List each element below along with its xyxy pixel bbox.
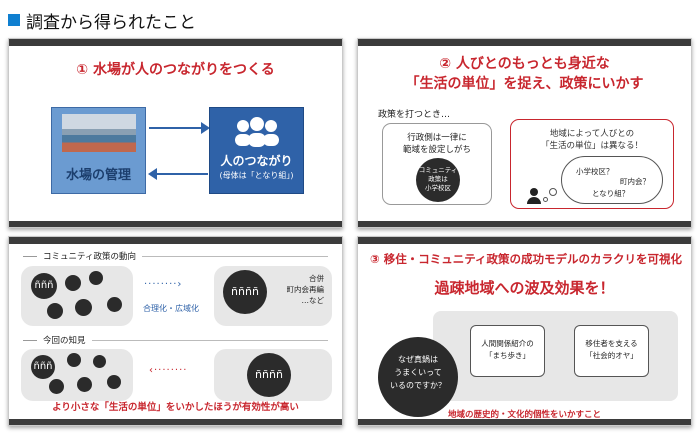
policy-bubble: コミュニティ 政策は 小学校区 (416, 158, 460, 202)
small-group-dot (107, 375, 121, 389)
panel-top-bar (358, 39, 691, 46)
people-group-icon (235, 117, 279, 147)
small-group-dot (49, 379, 64, 394)
policy-bubble-line3: 小学校区 (425, 184, 451, 192)
panel-top-bar (9, 237, 342, 244)
arrow-right-head-icon (201, 122, 210, 134)
panel3-caption: より小さな「生活の単位」をいかしたほうが有効性が高い (52, 402, 299, 413)
panel-bottom-bar (358, 419, 691, 425)
section-findings: 今回の知見 (23, 334, 328, 346)
thought-dot-small (543, 197, 548, 202)
panel-top-bar (358, 237, 691, 244)
admin-view-box: 行政側は一律に 範域を設定しがち コミュニティ 政策は 小学校区 (382, 123, 492, 205)
small-group-dot (67, 353, 81, 367)
section-rule (23, 255, 37, 257)
panel1-title: ① 水場が人のつながりをつくる (76, 62, 275, 78)
slide-header: 調査から得られたこと (8, 6, 196, 34)
merge-example-3: …など (301, 296, 325, 305)
cloud-item-1: 小学校区？ (576, 167, 614, 176)
people-connection-label: 人のつながり (220, 154, 293, 168)
section-policy-trend-label: コミュニティ政策の動向 (43, 252, 136, 262)
admin-view-text: 行政側は一律に 範域を設定しがち (383, 132, 491, 156)
small-group-dot (47, 303, 63, 319)
question-line2: うまくいって (394, 368, 442, 377)
arrow-left (156, 173, 208, 175)
admin-text-line1: 行政側は一律に (407, 133, 467, 143)
policy-bubble-line2: 政策は (428, 175, 448, 183)
small-group-dot (65, 275, 81, 291)
panel4-title-line2: 過疎地域への波及効果を！ (434, 279, 615, 297)
resident-view-box: 地域によって人びとの 「生活の単位」は異なる！ 小学校区？ 町内会？ となり組？ (510, 119, 674, 209)
dotted-arrow-left: ‹········ (149, 365, 188, 376)
arrow-right (149, 127, 203, 129)
slide-panel-3[interactable]: コミュニティ政策の動向 ñññ ········› 合理化・広域化 ññññ 合… (8, 236, 343, 426)
panel4-caption: 地域の歴史的・文化的個性をいかすこと (447, 410, 601, 420)
small-group-dot (75, 299, 92, 316)
cloud-item-2: 町内会？ (620, 177, 650, 186)
section-rule (23, 339, 37, 341)
resident-text-line1: 地域によって人びとの (549, 129, 635, 139)
panel2-title-line2: 「生活の単位」を捉え、政策にいかす (405, 76, 644, 92)
panel-bottom-bar (9, 221, 342, 227)
water-site-photo (62, 114, 136, 152)
admin-text-line2: 範域を設定しがち (402, 145, 471, 155)
town-walk-card: 人間関係紹介の 「まち歩き」 (470, 325, 545, 377)
person-head-icon (530, 188, 538, 196)
dotted-arrow-right: ········› (144, 279, 183, 290)
panel-top-bar (9, 39, 342, 46)
social-parent-line1: 移住者を支える (585, 339, 638, 348)
group-people-icon: ñññ (31, 355, 55, 379)
slide-panel-2[interactable]: ② 人びとのもっとも身近な 「生活の単位」を捉え、政策にいかす 政策を打つとき…… (357, 38, 692, 228)
cloud-item-3: となり組？ (592, 189, 630, 198)
merge-example-2: 町内会再編 (286, 285, 325, 294)
section-rule (91, 339, 328, 341)
rationalization-label: 合理化・広域化 (143, 304, 199, 313)
merge-example-1: 合併 (309, 274, 324, 283)
header-square-icon (8, 14, 20, 26)
water-management-label: 水場の管理 (65, 168, 131, 183)
panel2-lead: 政策を打つとき… (378, 110, 451, 120)
large-group-icon: ññññ (247, 353, 291, 397)
page-title: 調査から得られたこと (26, 12, 196, 33)
small-group-dot (107, 297, 122, 312)
question-bubble: なぜ真鍋は うまくいって いるのですか？ (378, 337, 458, 417)
slide-panel-1[interactable]: ① 水場が人のつながりをつくる 水場の管理 人のつながり (母体は「となり組」) (8, 38, 343, 228)
small-group-dot (93, 355, 106, 368)
panel-bottom-bar (358, 221, 691, 227)
section-policy-trend: コミュニティ政策の動向 (23, 250, 328, 262)
people-connection-box: 人のつながり (母体は「となり組」) (209, 107, 304, 194)
social-parent-line2: 「社会的オヤ」 (585, 351, 638, 360)
thought-cloud: 小学校区？ 町内会？ となり組？ (561, 156, 663, 204)
question-line3: いるのですか？ (390, 381, 446, 390)
panel4-title-line1: ③ 移住・コミュニティ政策の成功モデルのカラクリを可視化 (370, 252, 683, 266)
thought-dot-large (549, 188, 557, 196)
policy-bubble-line1: コミュニティ (418, 166, 458, 174)
question-line1: なぜ真鍋は (398, 355, 438, 364)
social-parent-card: 移住者を支える 「社会的オヤ」 (574, 325, 649, 377)
person-body-icon (527, 197, 541, 204)
arrow-left-head-icon (148, 168, 157, 180)
section-rule (142, 255, 328, 257)
merge-examples: 合併 町内会再編 …など (274, 273, 325, 306)
people-connection-sub: (母体は「となり組」) (219, 171, 294, 180)
large-group-icon: ññññ (223, 270, 267, 314)
resident-view-text: 地域によって人びとの 「生活の単位」は異なる！ (511, 128, 673, 152)
water-management-box: 水場の管理 (51, 107, 146, 194)
slide-panel-4[interactable]: ③ 移住・コミュニティ政策の成功モデルのカラクリを可視化 過疎地域への波及効果を… (357, 236, 692, 426)
section-findings-label: 今回の知見 (43, 336, 86, 346)
panel2-title-line1: ② 人びとのもっとも身近な (439, 56, 610, 72)
panel-bottom-bar (9, 419, 342, 425)
small-group-dot (77, 377, 92, 392)
town-walk-line2: 「まち歩き」 (485, 351, 530, 360)
town-walk-line1: 人間関係紹介の (481, 339, 534, 348)
small-group-dot (89, 271, 103, 285)
resident-text-line2: 「生活の単位」は異なる！ (540, 141, 643, 151)
group-people-icon: ñññ (31, 273, 57, 299)
